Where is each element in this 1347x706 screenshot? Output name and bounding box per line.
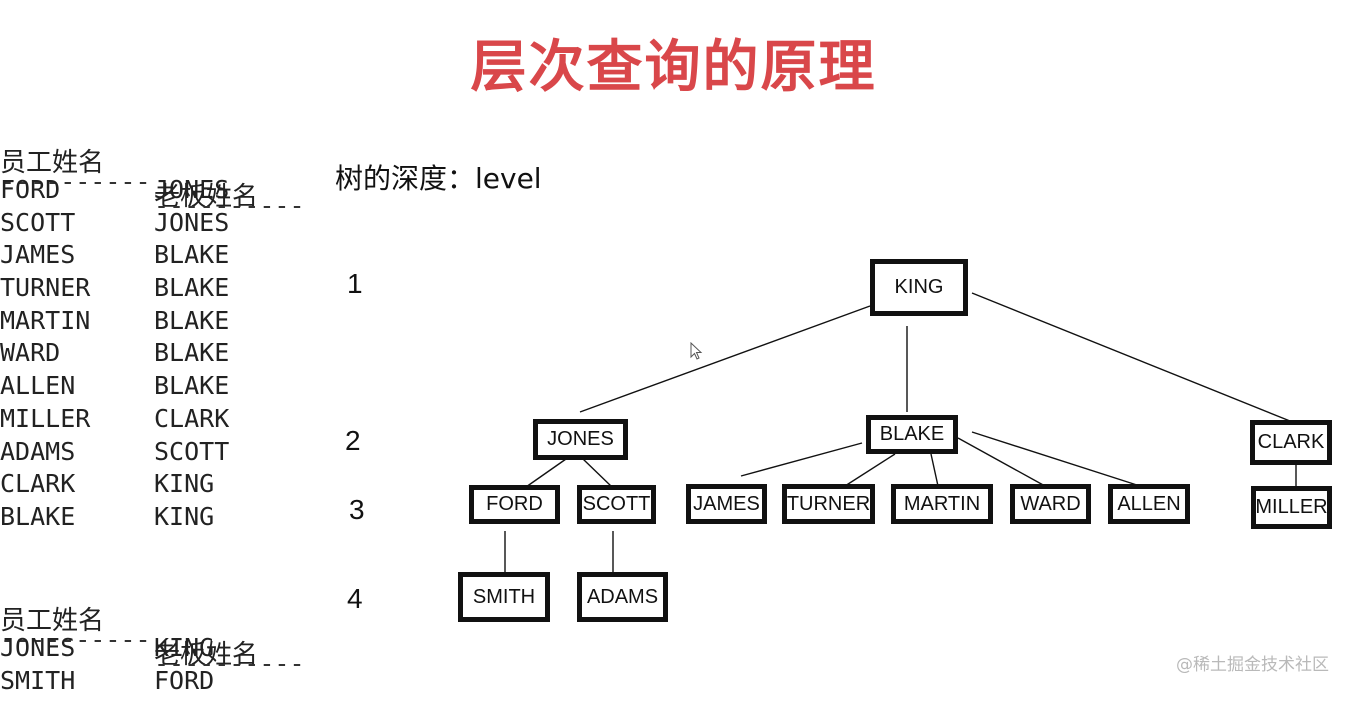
employee-cell: BLAKE <box>0 501 76 531</box>
column-header-employee: 员工姓名 <box>0 606 105 636</box>
column-header-boss: 老板姓名 <box>154 182 259 212</box>
table-header: 员工姓名 老板姓名 <box>0 570 320 670</box>
boss-cell: SCOTT <box>154 436 230 466</box>
tree-node-miller: MILLER <box>1251 486 1332 529</box>
edge-blake-martin <box>930 453 939 487</box>
table-header: 员工姓名 老板姓名 <box>0 112 320 212</box>
table-row: BLAKE KING <box>0 501 320 534</box>
boss-cell: BLAKE <box>154 305 230 335</box>
tree-node-blake: BLAKE <box>866 415 958 454</box>
tree-depth-label: 树的深度：level <box>335 162 542 195</box>
table-row: ADAMS SCOTT <box>0 436 320 469</box>
table-row: FORD JONES <box>0 174 320 207</box>
separator-dashes: ---------- <box>0 625 151 654</box>
tree-node-ward: WARD <box>1010 484 1091 524</box>
mouse-cursor-icon <box>690 342 703 360</box>
edge-jones-ford <box>525 458 567 488</box>
boss-cell: BLAKE <box>154 338 230 368</box>
employee-cell: ADAMS <box>0 436 76 466</box>
employee-cell: JONES <box>0 633 76 662</box>
employee-cell: TURNER <box>0 273 91 303</box>
employee-cell: FORD <box>0 175 61 204</box>
employee-cell: MILLER <box>0 403 91 433</box>
edge-blake-james <box>740 442 863 477</box>
tree-node-scott: SCOTT <box>577 485 656 524</box>
table-row: SMITH FORD <box>0 665 320 698</box>
edge-blake-allen <box>971 431 1141 487</box>
header-separator: ---------- ---------- <box>0 604 320 676</box>
tree-node-jones: JONES <box>533 419 628 460</box>
boss-cell: KING <box>154 469 215 499</box>
tree-node-martin: MARTIN <box>891 484 993 524</box>
level-number-4: 4 <box>347 583 363 614</box>
employee-boss-table-1: 员工姓名 老板姓名 ---------- ---------- FORD JONE… <box>0 112 320 534</box>
tree-node-clark: CLARK <box>1250 420 1332 465</box>
separator-dashes: ---------- <box>154 649 305 678</box>
boss-cell: BLAKE <box>154 371 230 401</box>
boss-cell: KING <box>154 633 215 662</box>
table-row: CLARK KING <box>0 468 320 501</box>
table-row: MARTIN BLAKE <box>0 305 320 338</box>
table-row: JAMES BLAKE <box>0 239 320 272</box>
tree-node-allen: ALLEN <box>1108 484 1190 524</box>
table-row: MILLER CLARK <box>0 403 320 436</box>
boss-cell: KING <box>154 501 215 531</box>
boss-cell: JONES <box>154 175 230 204</box>
separator-dashes: ---------- <box>0 167 151 196</box>
edge-king-clark <box>971 292 1291 422</box>
employee-cell: CLARK <box>0 469 76 499</box>
edge-jones-scott <box>582 458 613 488</box>
tree-node-smith: SMITH <box>458 572 550 622</box>
table-row: SCOTT JONES <box>0 207 320 240</box>
separator-dashes: ---------- <box>154 191 305 220</box>
employee-cell: SCOTT <box>0 207 76 237</box>
boss-cell: BLAKE <box>154 273 230 303</box>
table-row: TURNER BLAKE <box>0 272 320 305</box>
boss-cell: FORD <box>154 665 215 695</box>
edge-king-jones <box>579 305 871 413</box>
tree-node-turner: TURNER <box>782 484 875 524</box>
employee-cell: SMITH <box>0 665 76 695</box>
employee-boss-table-2: 员工姓名 老板姓名 ---------- ---------- JONES KIN… <box>0 570 320 697</box>
table-row: WARD BLAKE <box>0 337 320 370</box>
level-number-1: 1 <box>347 268 363 299</box>
column-header-boss: 老板姓名 <box>154 640 259 670</box>
boss-cell: CLARK <box>154 403 230 433</box>
edge-blake-turner <box>844 453 896 487</box>
watermark: @稀土掘金技术社区 <box>1176 655 1329 675</box>
edge-blake-ward <box>957 437 1046 487</box>
table-row: ALLEN BLAKE <box>0 370 320 403</box>
employee-cell: JAMES <box>0 240 76 270</box>
tree-node-ford: FORD <box>469 485 560 524</box>
level-number-2: 2 <box>345 425 361 456</box>
table-row: JONES KING <box>0 632 320 665</box>
header-separator: ---------- ---------- <box>0 146 320 218</box>
page-title: 层次查询的原理 <box>470 35 877 100</box>
tree-node-king: KING <box>870 259 968 316</box>
level-number-3: 3 <box>349 494 365 525</box>
employee-cell: MARTIN <box>0 305 91 335</box>
column-header-employee: 员工姓名 <box>0 148 105 178</box>
employee-cell: WARD <box>0 338 61 368</box>
boss-cell: BLAKE <box>154 240 230 270</box>
employee-cell: ALLEN <box>0 371 76 401</box>
boss-cell: JONES <box>154 207 230 237</box>
tree-node-adams: ADAMS <box>577 572 668 622</box>
tree-node-james: JAMES <box>686 484 767 524</box>
